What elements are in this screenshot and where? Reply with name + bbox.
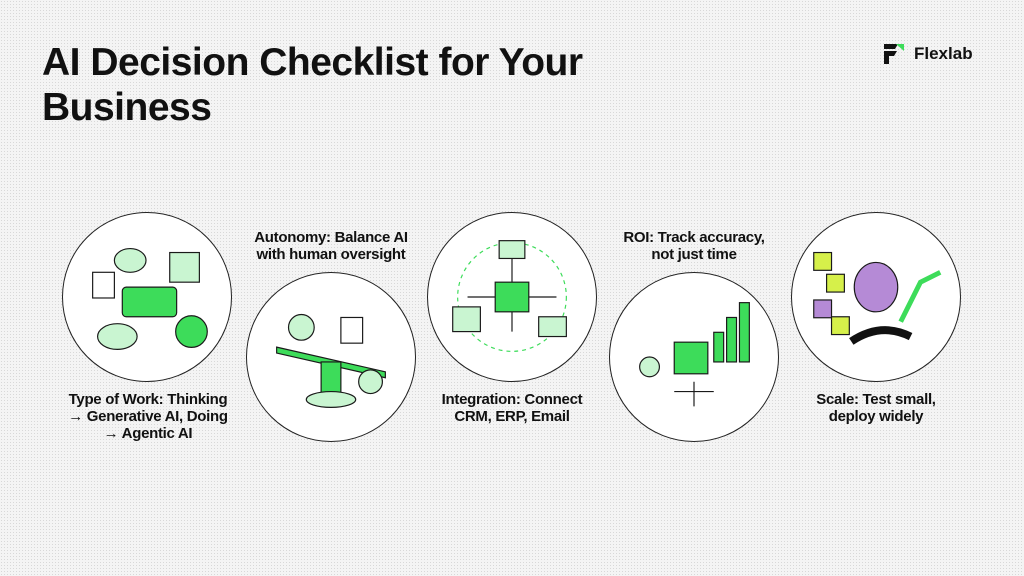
label-line: Integration: Connect [441,391,583,408]
brand-logo: Flexlab [882,42,973,66]
label-line: Type of Work: Thinking [68,391,228,408]
item-label-scale: Scale: Test small, deploy widely [776,391,976,425]
label-line: → Generative AI, Doing [68,408,228,425]
label-line: ROI: Track accuracy, [623,229,765,246]
item-label-autonomy: Autonomy: Balance AI with human oversigh… [231,229,431,263]
label-line: Autonomy: Balance AI [254,229,408,246]
robot-workflow-illustration [62,212,232,382]
balance-scale-illustration [246,272,416,442]
brain-scaling-illustration [791,212,961,382]
ai-chip-chart-illustration [609,272,779,442]
label-line: CRM, ERP, Email [454,408,570,425]
item-label-integration: Integration: Connect CRM, ERP, Email [412,391,612,425]
page-title: AI Decision Checklist for Your Business [42,40,583,130]
chip-integration-illustration [427,212,597,382]
title-line-2: Business [42,86,212,129]
item-label-type-of-work: Type of Work: Thinking → Generative AI, … [48,391,248,442]
title-line-1: AI Decision Checklist for Your [42,41,583,84]
label-line: with human oversight [256,246,406,263]
flexlab-logo-icon [884,44,904,64]
item-label-roi: ROI: Track accuracy, not just time [594,229,794,263]
label-line: → Agentic AI [103,425,193,442]
label-line: not just time [651,246,737,263]
label-line: deploy widely [828,408,924,425]
brand-name: Flexlab [914,44,973,63]
label-line: Scale: Test small, [816,391,936,408]
